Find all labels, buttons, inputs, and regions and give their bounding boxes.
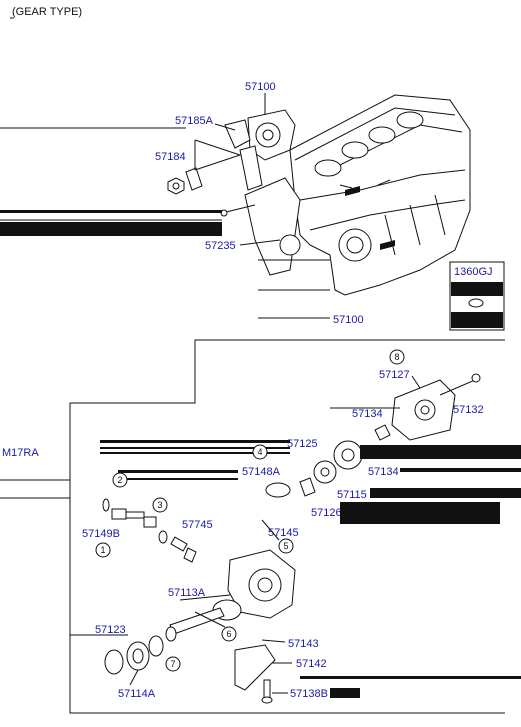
callout-6: 6 (221, 626, 237, 642)
pump-housing-drawing (169, 549, 296, 635)
leader-band (100, 452, 290, 454)
callout-7: 7 (165, 656, 181, 672)
leader-band (118, 478, 238, 480)
leader-line (411, 375, 421, 389)
leader-band (100, 440, 290, 443)
label-57745: 57745 (182, 519, 213, 531)
label-57126: 57126 (311, 507, 342, 519)
assembly-bracket (69, 339, 505, 714)
svg-text:1: 1 (100, 545, 105, 555)
label-57127: 57127 (379, 369, 410, 381)
svg-text:2: 2 (117, 475, 122, 485)
leader-line (239, 239, 281, 246)
leader-band (100, 447, 290, 449)
pump-cover-drawing (374, 373, 481, 441)
label-57115: 57115 (337, 489, 367, 501)
label-57235: 57235 (205, 240, 236, 252)
gear-drawing (265, 440, 363, 498)
label-57113A: 57113A (168, 587, 206, 599)
leader-band (370, 488, 521, 498)
svg-text:3: 3 (157, 500, 162, 510)
label-57148A: 57148A (242, 466, 281, 478)
oil-pump-upper-drawing (167, 109, 301, 276)
label-57149B: 57149B (82, 528, 120, 540)
label-57142: 57142 (296, 658, 327, 670)
svg-text:7: 7 (170, 659, 175, 669)
leader-band (330, 688, 360, 698)
diagram-header: (GEAR TYPE) (12, 6, 82, 18)
switch-drawing (102, 498, 197, 563)
callout-5: 5 (278, 538, 294, 554)
leader-line (194, 611, 226, 628)
label-57134-b: 57134 (368, 466, 399, 478)
leader-band (400, 468, 521, 472)
callout-1: 1 (95, 542, 111, 558)
label-57100-top: 57100 (245, 81, 276, 93)
leader-band (360, 445, 521, 459)
label-57138B: 57138B (290, 688, 328, 700)
strainer-drawing (234, 644, 276, 704)
svg-text:8: 8 (394, 352, 399, 362)
svg-text:4: 4 (257, 447, 262, 457)
leader-band (0, 222, 222, 236)
label-57134-a: 57134 (352, 408, 383, 420)
label-57114A: 57114A (118, 688, 156, 700)
label-57125: 57125 (287, 438, 318, 450)
leader-line (261, 639, 286, 643)
inset-1360GJ: 1360GJ (449, 261, 505, 331)
label-1360GJ: 1360GJ (454, 266, 493, 278)
callout-3: 3 (152, 497, 168, 513)
engine-block-drawing (289, 94, 471, 296)
callout-2: 2 (112, 472, 128, 488)
leader-line (261, 519, 280, 541)
seal-drawing (104, 626, 177, 675)
callout-4: 4 (252, 444, 268, 460)
leader-band (340, 502, 500, 524)
label-57132: 57132 (453, 404, 484, 416)
label-57123: 57123 (95, 624, 126, 636)
label-57185A: 57185A (175, 115, 214, 127)
leader-band (300, 676, 521, 679)
callout-8: 8 (389, 349, 405, 365)
label-57100-mid: 57100 (333, 314, 364, 326)
leader-line (129, 669, 139, 686)
leader-band (0, 210, 222, 213)
leader-band (118, 470, 238, 473)
side-label: M17RA (2, 447, 39, 459)
leader-line (194, 139, 242, 171)
svg-text:5: 5 (283, 541, 288, 551)
label-57143: 57143 (288, 638, 319, 650)
svg-text:6: 6 (226, 629, 231, 639)
label-57184: 57184 (155, 151, 186, 163)
leader-line (214, 123, 236, 131)
